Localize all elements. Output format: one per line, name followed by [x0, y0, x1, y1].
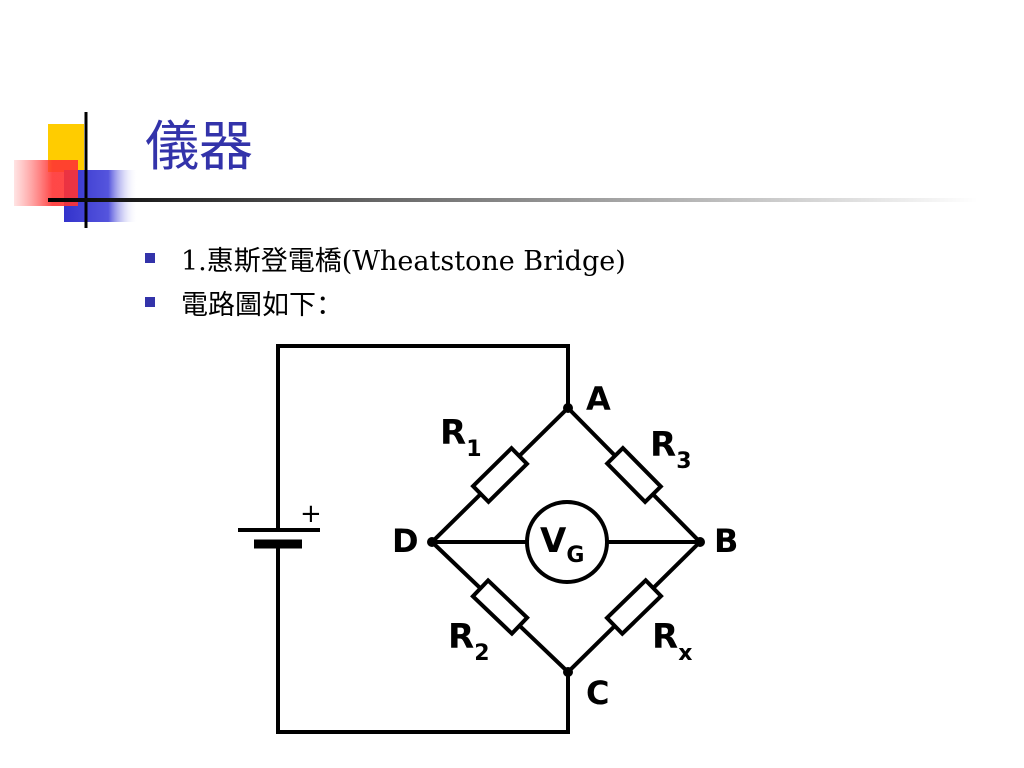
slide-title: 儀器: [145, 115, 253, 178]
resistor-r2: [470, 577, 530, 637]
resistor-label-r3: R3: [650, 425, 692, 474]
rx-main: R: [652, 617, 678, 657]
bullet-item: 1.惠斯登電橋(Wheatstone Bridge): [145, 236, 626, 280]
node-label-b: B: [714, 522, 738, 560]
bullet-list: 1.惠斯登電橋(Wheatstone Bridge) 電路圖如下：: [145, 236, 626, 324]
title-underline: [48, 198, 978, 202]
r1-sub: 1: [466, 437, 481, 462]
bullet-square-icon: [145, 297, 155, 307]
resistor-label-r2: R2: [448, 617, 490, 666]
title-decoration: [14, 112, 978, 228]
rx-sub: x: [678, 641, 692, 666]
resistor-label-rx: Rx: [652, 617, 692, 666]
battery-wire-bottom: [276, 548, 570, 734]
resistor-r1: [470, 445, 530, 505]
r1-main: R: [440, 413, 466, 453]
r3-sub: 3: [676, 449, 691, 474]
node-b-dot: [695, 537, 705, 547]
r2-sub: 2: [474, 641, 489, 666]
r3-main: R: [650, 425, 676, 465]
node-label-a: A: [586, 380, 611, 418]
r2-main: R: [448, 617, 474, 657]
resistor-rx: [604, 577, 664, 637]
resistor-r3: [604, 445, 664, 505]
meter-label-main: V: [540, 521, 567, 561]
node-a-dot: [563, 403, 573, 413]
meter-circle: [525, 500, 609, 584]
node-d-dot: [427, 537, 437, 547]
meter-label: VG: [540, 521, 584, 568]
wheatstone-bridge-diagram: + VG A B C D R1 R3 R2 Rx: [238, 344, 738, 734]
bullet-text: 1.惠斯登電橋(Wheatstone Bridge): [181, 245, 626, 277]
bullet-text: 電路圖如下：: [181, 289, 343, 321]
bullet-square-icon: [145, 253, 155, 263]
bullet-item: 電路圖如下：: [145, 280, 626, 324]
resistor-label-r1: R1: [440, 413, 482, 462]
battery-plus-label: +: [300, 499, 322, 529]
node-label-d: D: [392, 522, 419, 560]
battery-wire: [276, 344, 570, 532]
node-label-c: C: [586, 674, 609, 712]
meter-label-sub: G: [566, 543, 584, 568]
node-c-dot: [563, 667, 573, 677]
